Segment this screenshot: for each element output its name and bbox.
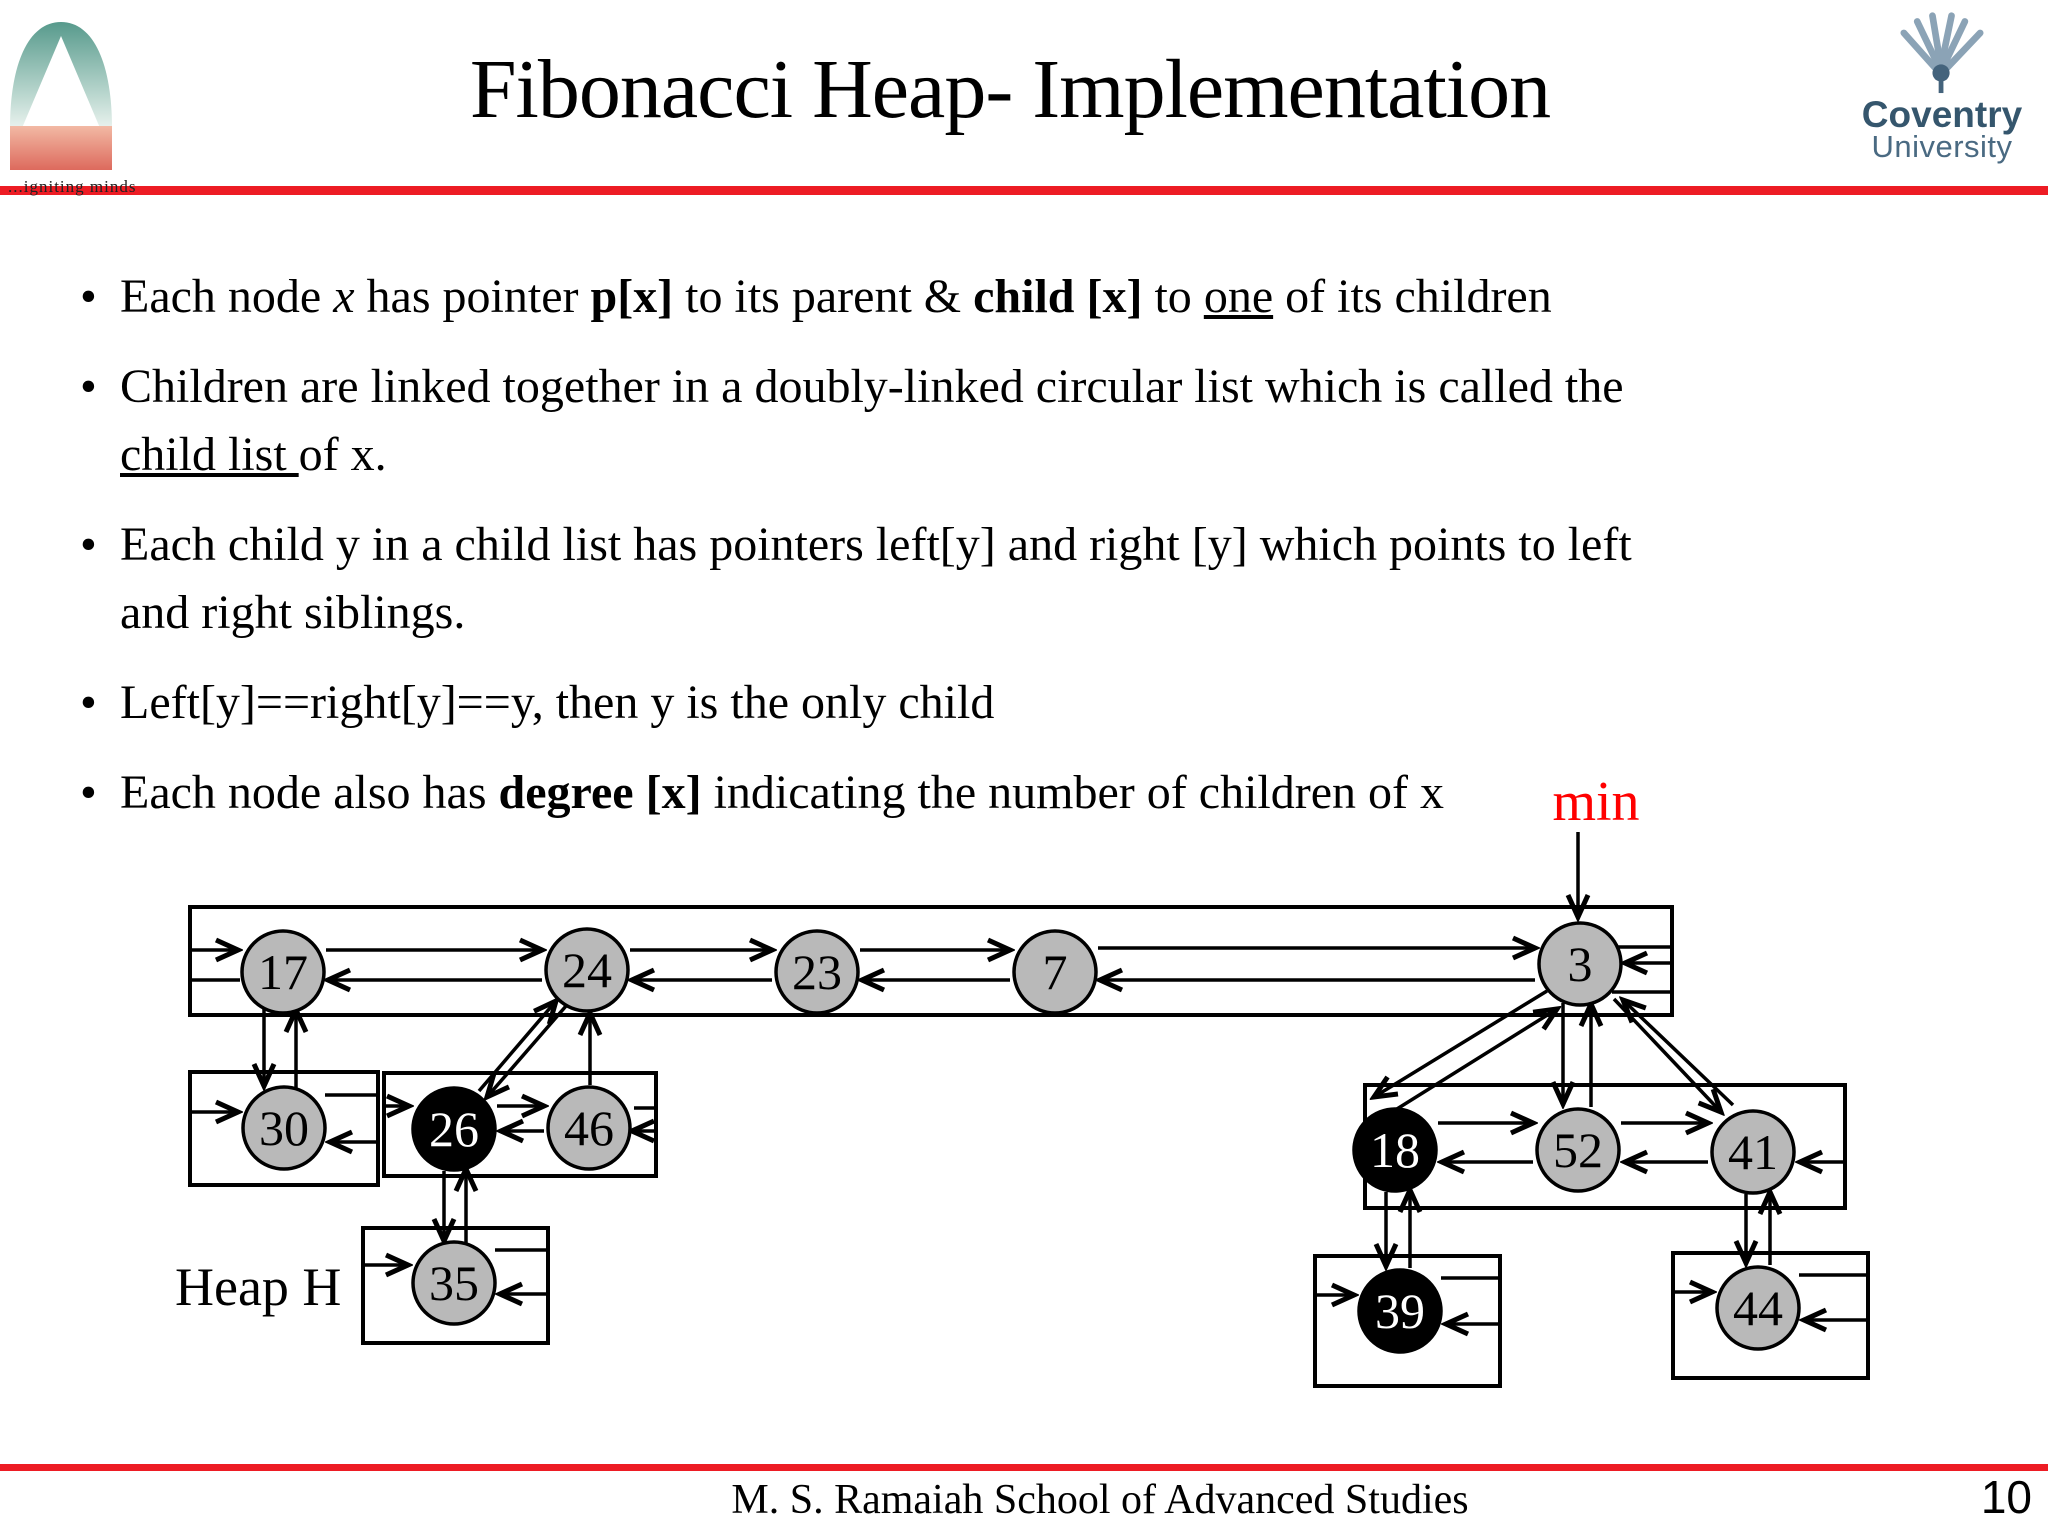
- node-label-26: 26: [429, 1101, 479, 1157]
- sibling-pointer-arrows: [190, 947, 1868, 1324]
- bullet-item-3: • Each child y in a child list has point…: [80, 511, 1970, 647]
- child-list-box-39: [1313, 1254, 1502, 1388]
- bullet-text: child [x]: [973, 270, 1143, 323]
- bullet-marker: •: [80, 676, 97, 729]
- bullet-text: to: [1142, 270, 1204, 323]
- heap-h-label: Heap H: [175, 1257, 341, 1317]
- heap-node-35: [411, 1240, 497, 1326]
- heap-node-26-marked: [411, 1086, 497, 1172]
- bullet-item-2: • Children are linked together in a doub…: [80, 353, 1970, 489]
- bullet-marker: •: [80, 360, 97, 413]
- node-label-24: 24: [562, 942, 612, 998]
- footer-school-name: M. S. Ramaiah School of Advanced Studies: [731, 1477, 1469, 1523]
- bullet-text: Left[y]==right[y]==y, then y is the only…: [120, 676, 995, 729]
- node-label-17: 17: [258, 944, 308, 1000]
- ramaiah-logo: ...igniting minds: [8, 10, 138, 197]
- bullet-text: child list: [120, 428, 299, 481]
- bullet-text: Children are linked together in a doubly…: [120, 360, 1624, 413]
- heap-node-18-marked: [1352, 1107, 1438, 1193]
- bullet-text: to its parent &: [673, 270, 974, 323]
- heap-node-39-marked: [1357, 1268, 1443, 1354]
- bullet-marker: •: [80, 270, 97, 323]
- heap-node-7: [1012, 929, 1098, 1015]
- coventry-logo: Coventry University: [1842, 10, 2042, 165]
- bullet-text: indicating the number of children of x: [701, 766, 1445, 819]
- bullet-text: p[x]: [590, 270, 674, 323]
- root-list-box: [188, 905, 1674, 1017]
- bullet-text: one: [1203, 270, 1274, 323]
- phoenix-icon: [1900, 12, 1984, 94]
- ramaiah-logo-caption: ...igniting minds: [8, 177, 137, 196]
- node-label-3: 3: [1568, 936, 1593, 992]
- node-label-39: 39: [1375, 1283, 1425, 1339]
- heap-node-30: [241, 1085, 327, 1171]
- bullet-list: • Each node x has pointer p[x] to its pa…: [80, 263, 1970, 849]
- bullet-text: has pointer: [354, 270, 591, 323]
- heap-node-23: [774, 929, 860, 1015]
- node-label-30: 30: [259, 1100, 309, 1156]
- bullet-text: Each node: [120, 270, 334, 323]
- heap-node-46: [546, 1085, 632, 1171]
- bullet-text: Each node also has: [120, 766, 499, 819]
- node-label-35: 35: [429, 1255, 479, 1311]
- coventry-logo-line2: University: [1871, 129, 2013, 165]
- heap-node-44: [1715, 1265, 1801, 1351]
- min-label: min: [1552, 771, 1639, 833]
- node-label-18: 18: [1370, 1122, 1420, 1178]
- node-label-44: 44: [1733, 1280, 1783, 1336]
- bullet-text: x: [333, 270, 355, 323]
- bullet-marker: •: [80, 518, 97, 571]
- node-label-46: 46: [564, 1100, 614, 1156]
- heap-node-17: [240, 929, 326, 1015]
- coventry-logo-line1: Coventry: [1861, 94, 2023, 136]
- heap-node-3-min: [1537, 921, 1623, 1007]
- node-label-41: 41: [1728, 1124, 1778, 1180]
- bullet-marker: •: [80, 766, 97, 819]
- bullet-text: and right siblings.: [120, 586, 466, 639]
- heap-node-41: [1710, 1109, 1796, 1195]
- header-divider: [0, 186, 2048, 195]
- heap-nodes: 17 24 23 7 3 30 26 46 35 18 52 41 39 44: [240, 921, 1801, 1354]
- bullet-text: degree [x]: [498, 766, 702, 819]
- bullet-text: of x.: [298, 428, 387, 481]
- parent-child-pointer-arrows: [264, 989, 1770, 1268]
- bullet-item-1: • Each node x has pointer p[x] to its pa…: [80, 263, 1970, 331]
- page-title: Fibonacci Heap- Implementation: [469, 43, 1551, 136]
- node-label-7: 7: [1043, 944, 1068, 1000]
- node-label-52: 52: [1553, 1122, 1603, 1178]
- node-label-23: 23: [792, 944, 842, 1000]
- bullet-text: of its children: [1273, 270, 1552, 323]
- bullet-item-5: • Each node also has degree [x] indicati…: [80, 759, 1970, 827]
- ramaiah-logo-icon: [10, 22, 112, 170]
- child-list-box-30: [188, 1070, 380, 1187]
- page-number: 10: [1980, 1471, 2032, 1523]
- heap-node-24: [544, 927, 630, 1013]
- bullet-text: Each child y in a child list has pointer…: [120, 518, 1632, 571]
- child-list-box-26-46: [382, 1071, 658, 1178]
- bullet-item-4: • Left[y]==right[y]==y, then y is the on…: [80, 669, 1970, 737]
- heap-node-52: [1535, 1107, 1621, 1193]
- footer-divider: [0, 1464, 2048, 1471]
